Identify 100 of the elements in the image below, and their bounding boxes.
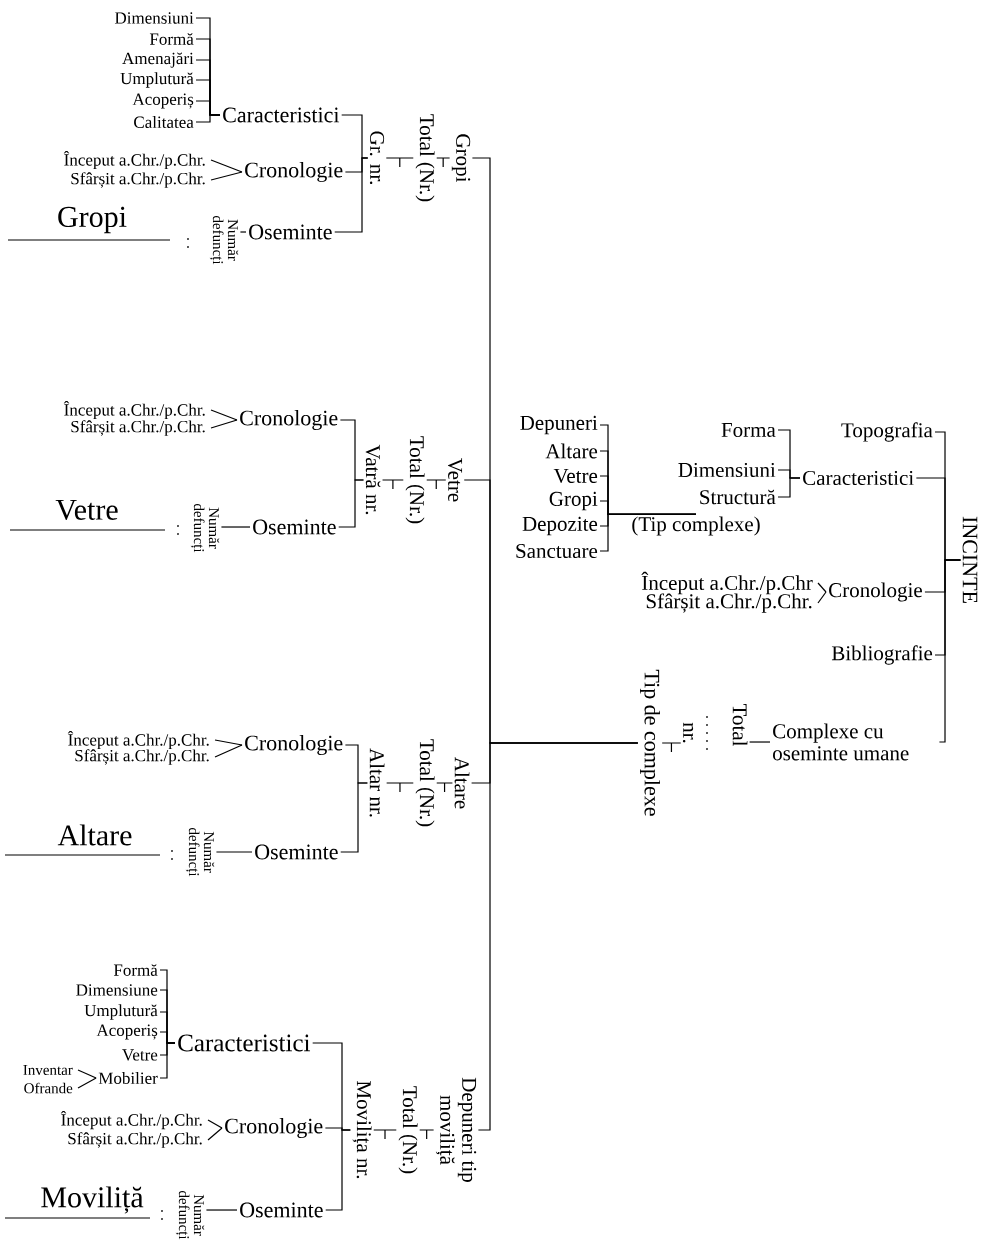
term-label: Umplutură bbox=[84, 1004, 158, 1020]
term-label: Caracteristici bbox=[178, 1034, 311, 1052]
term-label: Depuneri bbox=[520, 415, 598, 435]
rotated-label: Depuneri tip moviliță bbox=[435, 1077, 477, 1182]
term-label: Forma bbox=[721, 423, 776, 437]
term-label: Caracteristici bbox=[803, 470, 914, 486]
rotated-label: Altar nr. bbox=[369, 748, 385, 817]
term-label: (Tip complexe) bbox=[632, 516, 760, 536]
term-label: Acoperiș bbox=[132, 93, 194, 109]
bracket-connector bbox=[334, 157, 369, 233]
connector-line bbox=[381, 479, 404, 490]
rotated-label: Număr defuncți bbox=[175, 1191, 205, 1240]
chevron-connector bbox=[214, 739, 243, 746]
term-label: Început a.Chr./p.Chr. bbox=[63, 150, 205, 170]
bracket-connector bbox=[777, 477, 801, 498]
term-label: Dimensiuni bbox=[114, 12, 194, 24]
rotated-label: Vatră nr. bbox=[365, 444, 381, 515]
connector-line bbox=[220, 526, 251, 528]
term-label: Ofrande bbox=[24, 1082, 73, 1094]
rotated-label: Gropi bbox=[451, 134, 471, 183]
bracket-connector bbox=[159, 1042, 176, 1079]
section-heading: Moviliță bbox=[4, 1186, 151, 1219]
bracket-connector bbox=[599, 513, 697, 552]
term-label: Sfârșit a.Chr./p.Chr. bbox=[75, 749, 209, 765]
term-label: Formă bbox=[113, 964, 158, 976]
connector-line bbox=[373, 1129, 397, 1140]
term-label: Început a.Chr./p.Chr bbox=[641, 571, 813, 595]
rotated-label: Total (Nr.) bbox=[405, 436, 425, 524]
rotated-label: Altare bbox=[454, 757, 470, 809]
term-label: Topografia bbox=[841, 422, 933, 442]
connector-line bbox=[426, 479, 447, 490]
term-label: Dimensiune bbox=[76, 984, 158, 996]
term-label: Mobilier bbox=[98, 1072, 158, 1084]
bracket-connector bbox=[195, 114, 221, 123]
connector-line bbox=[749, 741, 771, 743]
connector-line bbox=[436, 157, 451, 168]
term-label: Amenajări bbox=[122, 52, 194, 68]
term-label: Sfârșit a.Chr./p.Chr. bbox=[71, 172, 205, 188]
bracket-connector bbox=[325, 1129, 351, 1211]
chevron-connector bbox=[207, 1119, 223, 1129]
term-label: Acoperiș bbox=[96, 1024, 158, 1040]
term-label: Formă bbox=[149, 33, 194, 45]
section-heading: Vetre bbox=[9, 499, 166, 531]
term-label: Sanctuare bbox=[516, 543, 598, 559]
term-label: Oseminte bbox=[240, 1202, 323, 1218]
section-heading: Gropi bbox=[7, 206, 171, 241]
rotated-label: INCINTE bbox=[962, 516, 978, 603]
chevron-connector bbox=[214, 744, 243, 758]
rotated-label: nr. bbox=[682, 722, 694, 743]
section-heading: Altare bbox=[4, 824, 161, 856]
term-label: Început a.Chr./p.Chr. bbox=[67, 730, 209, 750]
term-label: Calitatea bbox=[134, 116, 194, 128]
term-label: Dimensiuni bbox=[678, 462, 776, 478]
rotated-label: Număr defuncți bbox=[209, 216, 239, 265]
chevron-connector bbox=[210, 171, 243, 181]
connector-line bbox=[239, 231, 247, 233]
connector-line bbox=[436, 782, 453, 793]
term-label: Început a.Chr./p.Chr. bbox=[60, 1110, 202, 1130]
term-label: Vetre bbox=[553, 468, 598, 484]
rotated-label: Total (Nr.) bbox=[398, 1086, 418, 1174]
term-label: Sfârșit a.Chr./p.Chr. bbox=[68, 1132, 202, 1148]
term-label: Oseminte bbox=[253, 519, 336, 535]
chevron-connector bbox=[817, 582, 827, 593]
term-label: Vetre bbox=[122, 1049, 158, 1061]
chevron-connector bbox=[817, 591, 827, 604]
rotated-label: Total (Nr.) bbox=[415, 739, 435, 827]
bracket-connector bbox=[938, 559, 961, 743]
bracket-connector bbox=[477, 742, 639, 1131]
connector-line bbox=[215, 851, 253, 853]
term-label: Inventar bbox=[23, 1065, 73, 1075]
term-label: Oseminte bbox=[249, 224, 332, 240]
connector-line bbox=[386, 782, 414, 793]
chevron-connector bbox=[210, 159, 243, 173]
term-label: Bibliografie bbox=[831, 645, 933, 665]
term-label: Cronologie bbox=[240, 410, 338, 430]
connector-line bbox=[419, 1129, 435, 1140]
term-label: Cronologie bbox=[225, 1118, 323, 1138]
term-label: Gropi bbox=[549, 491, 598, 511]
bracket-connector bbox=[340, 782, 368, 853]
rotated-label: Număr defuncți bbox=[190, 504, 220, 553]
term-label: Cronologie bbox=[245, 162, 343, 182]
bracket-connector bbox=[338, 479, 365, 528]
term-label: Complexe cu oseminte umane bbox=[773, 723, 909, 761]
term-label: Sfârșit a.Chr./p.Chr. bbox=[646, 593, 812, 613]
chevron-connector bbox=[77, 1077, 97, 1089]
rotated-label: Movilița nr. bbox=[352, 1081, 372, 1179]
term-label: Cronologie bbox=[245, 735, 343, 755]
chevron-connector bbox=[210, 409, 238, 421]
rotated-label: Total bbox=[732, 703, 748, 747]
connector-line bbox=[205, 1209, 238, 1211]
chevron-connector bbox=[210, 419, 238, 429]
term-label: Caracteristici bbox=[223, 107, 340, 123]
term-label: Oseminte bbox=[255, 844, 338, 860]
term-label: Cronologie bbox=[829, 582, 922, 602]
term-label: Structură bbox=[700, 489, 776, 505]
rotated-label: Tip de complexe bbox=[640, 669, 660, 816]
term-label: Sfârșit a.Chr./p.Chr. bbox=[71, 420, 205, 436]
rotated-label: Total (Nr.) bbox=[415, 114, 435, 202]
term-label: Altare bbox=[545, 443, 598, 459]
rotated-label: Număr defuncți bbox=[185, 828, 215, 877]
